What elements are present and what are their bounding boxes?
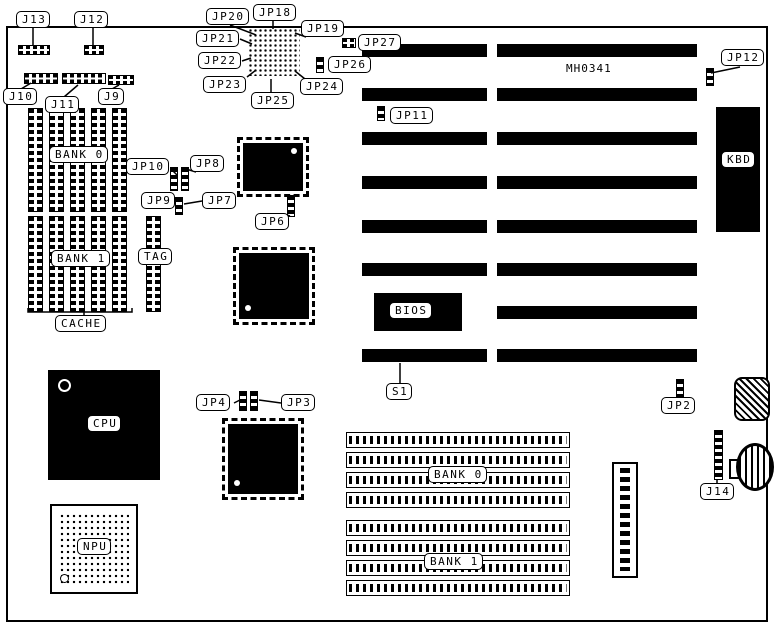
board-outline [6, 26, 768, 622]
label-jp9: JP9 [141, 192, 176, 209]
label-jp3: JP3 [281, 394, 316, 411]
isa-slot [362, 220, 487, 233]
external-connector [734, 377, 770, 421]
cache-socket [28, 108, 43, 212]
jp2-jumper [676, 379, 684, 397]
simm-slot [346, 492, 570, 508]
label-jp2: JP2 [661, 397, 696, 414]
jp9-jp7-jumper [175, 197, 183, 215]
label-s1: S1 [386, 383, 413, 400]
label-jp12: JP12 [721, 49, 764, 66]
label-ram-bank1: BANK 1 [424, 553, 483, 570]
isa-slot [362, 263, 487, 276]
jp10-jumper [170, 167, 178, 191]
label-tag: TAG [138, 248, 173, 265]
label-jp10: JP10 [126, 158, 169, 175]
jp4-jumper [239, 391, 247, 411]
label-bios: BIOS [389, 302, 432, 319]
label-j13: J13 [16, 11, 51, 28]
qfp-chip [222, 418, 304, 500]
label-jp20: JP20 [206, 8, 249, 25]
j9-header [108, 75, 134, 85]
isa-slot [497, 176, 697, 189]
cache-socket [112, 216, 127, 312]
isa-slot [497, 220, 697, 233]
pin1-ring [60, 574, 69, 583]
label-j14: J14 [700, 483, 735, 500]
isa-slot [362, 176, 487, 189]
label-j11: J11 [45, 96, 80, 113]
keyboard-din-connector [736, 443, 774, 491]
isa-slot [362, 88, 487, 101]
label-j9: J9 [98, 88, 125, 105]
jp11-jumper [377, 106, 385, 121]
jp3-jumper [250, 391, 258, 411]
jp27-jumper [342, 38, 356, 48]
label-jp21: JP21 [196, 30, 239, 47]
label-cpu: CPU [87, 415, 122, 432]
board-part-number: MH0341 [566, 62, 612, 75]
label-j10: J10 [3, 88, 38, 105]
label-jp7: JP7 [202, 192, 237, 209]
j14-header [714, 430, 723, 480]
label-jp25: JP25 [251, 92, 294, 109]
label-jp27: JP27 [358, 34, 401, 51]
cache-socket [112, 108, 127, 212]
pin1-dot [234, 480, 240, 486]
label-npu: NPU [77, 538, 112, 555]
label-jp4: JP4 [196, 394, 231, 411]
chipset-pga-chip [248, 28, 300, 76]
label-jp18: JP18 [253, 4, 296, 21]
isa-slot [497, 132, 697, 145]
pin1-dot [245, 305, 251, 311]
simm-slot [346, 580, 570, 596]
label-jp8: JP8 [190, 155, 225, 172]
keyboard-controller-block [716, 107, 760, 232]
label-cache-bank0: BANK 0 [49, 146, 108, 163]
j12-header [84, 45, 104, 55]
qfp-chip [237, 137, 309, 197]
isa-slot [497, 44, 697, 57]
label-kbd: KBD [721, 151, 756, 168]
label-jp22: JP22 [198, 52, 241, 69]
pin1-ring [58, 379, 71, 392]
label-j12: J12 [74, 11, 109, 28]
isa-slot [362, 349, 487, 362]
j13-header [18, 45, 50, 55]
simm-slot [346, 520, 570, 536]
label-jp11: JP11 [390, 107, 433, 124]
label-cache: CACHE [55, 315, 106, 332]
isa-slot [497, 88, 697, 101]
cache-socket [28, 216, 43, 312]
isa-slot [497, 349, 697, 362]
isa-slot [362, 132, 487, 145]
jp8-jumper [181, 167, 189, 191]
label-jp26: JP26 [328, 56, 371, 73]
label-jp6: JP6 [255, 213, 290, 230]
isa-slot [497, 306, 697, 319]
pin1-dot [291, 148, 297, 154]
simm-slot [346, 432, 570, 448]
jp12-jumper [706, 68, 714, 86]
jp26-jumper [316, 57, 324, 73]
label-jp19: JP19 [301, 20, 344, 37]
power-connector [612, 462, 638, 578]
isa-slot [497, 263, 697, 276]
jp6-jumper [287, 195, 295, 217]
label-ram-bank0: BANK 0 [428, 466, 487, 483]
j11-header [62, 73, 106, 84]
j10-header [24, 73, 58, 84]
label-jp23: JP23 [203, 76, 246, 93]
label-jp24: JP24 [300, 78, 343, 95]
qfp-chip [233, 247, 315, 325]
label-cache-bank1: BANK 1 [51, 250, 110, 267]
